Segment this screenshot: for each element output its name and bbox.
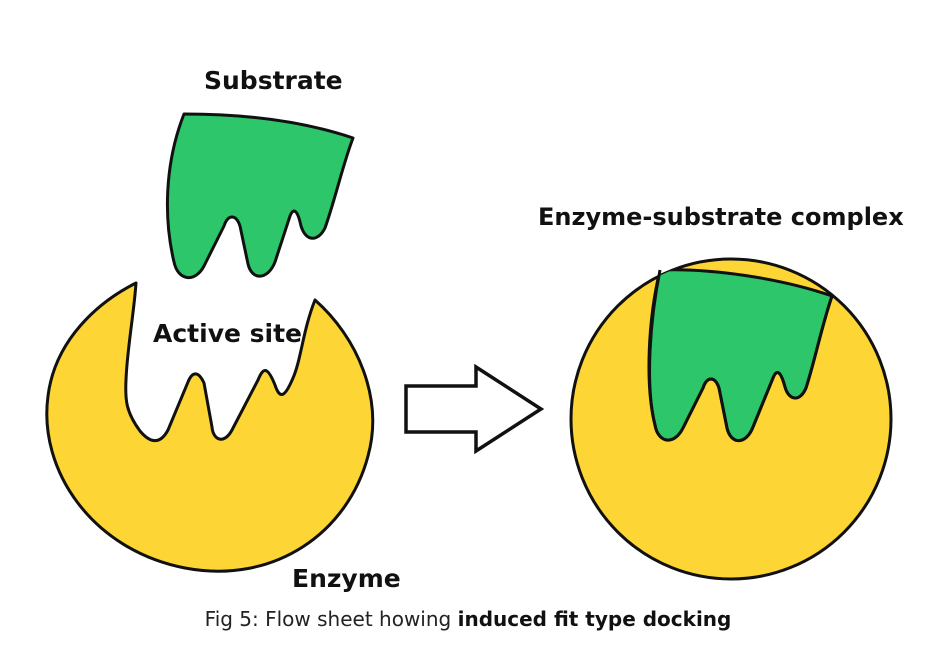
complex-substrate-outline bbox=[648, 269, 834, 443]
caption-emphasis: induced fit type docking bbox=[457, 607, 732, 631]
arrow-icon bbox=[404, 363, 545, 455]
active-site-label: Active site bbox=[153, 319, 302, 348]
substrate-label: Substrate bbox=[204, 66, 343, 95]
enzyme-label: Enzyme bbox=[292, 564, 401, 593]
caption-prefix: Fig 5: Flow sheet howing bbox=[204, 607, 458, 631]
figure-caption: Fig 5: Flow sheet howing induced fit typ… bbox=[0, 607, 936, 631]
enzyme-shape bbox=[45, 281, 375, 573]
complex-label: Enzyme-substrate complex bbox=[538, 203, 904, 231]
substrate-shape bbox=[165, 112, 355, 279]
